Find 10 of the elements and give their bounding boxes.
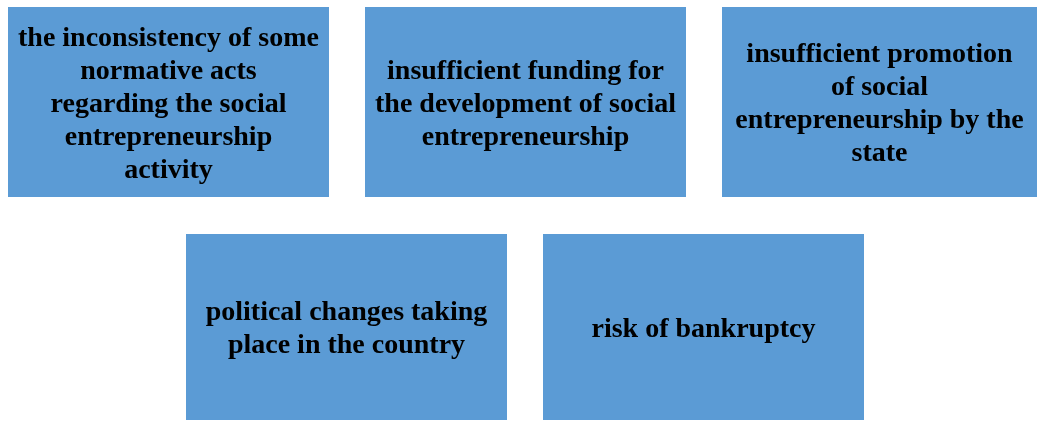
text-box <box>365 7 686 197</box>
text-box <box>722 7 1037 197</box>
box-text: the inconsistency of some normative acts regarding the social entrepreneurship activity <box>18 19 319 185</box>
box-text: risk of bankruptcy <box>591 310 816 344</box>
box-text: political changes taking place in the country <box>204 294 489 360</box>
box-text: insufficient promotion of social entrepreneurship by the state <box>734 36 1025 168</box>
text-box <box>543 234 864 420</box>
text-box <box>8 7 329 197</box>
box-text: insufficient funding for the development of social entrepreneurship <box>375 52 676 152</box>
text-box <box>186 234 507 420</box>
